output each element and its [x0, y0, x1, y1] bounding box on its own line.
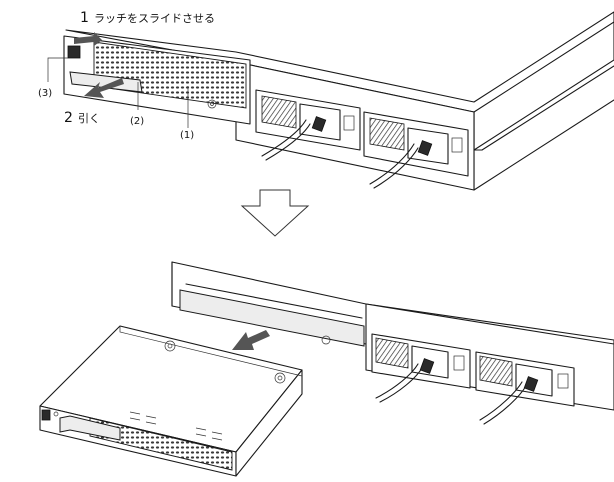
- psu-bottom-left: [371, 333, 471, 403]
- module-removed: [39, 325, 303, 477]
- callout-3: (3): [38, 88, 52, 99]
- step1-number: 1: [80, 10, 89, 26]
- removal-arrow: [232, 330, 270, 350]
- latch: [67, 45, 81, 59]
- psu-top-right: [363, 111, 469, 189]
- latch-removed: [41, 409, 51, 421]
- callout-1: (1): [180, 130, 194, 141]
- step1-text: ラッチをスライドさせる: [94, 12, 215, 25]
- callout-lines: [47, 57, 189, 128]
- psu-top-left: [255, 89, 361, 161]
- pull-arrow: [84, 78, 124, 98]
- step2-text: 引く: [78, 111, 100, 125]
- slide-arrow: [74, 32, 102, 46]
- module-installed: [63, 35, 251, 125]
- down-outline-arrow-icon: [240, 189, 310, 237]
- step2-number: 2: [64, 110, 73, 126]
- psu-bottom-right: [475, 351, 575, 425]
- callout-2: (2): [130, 116, 144, 127]
